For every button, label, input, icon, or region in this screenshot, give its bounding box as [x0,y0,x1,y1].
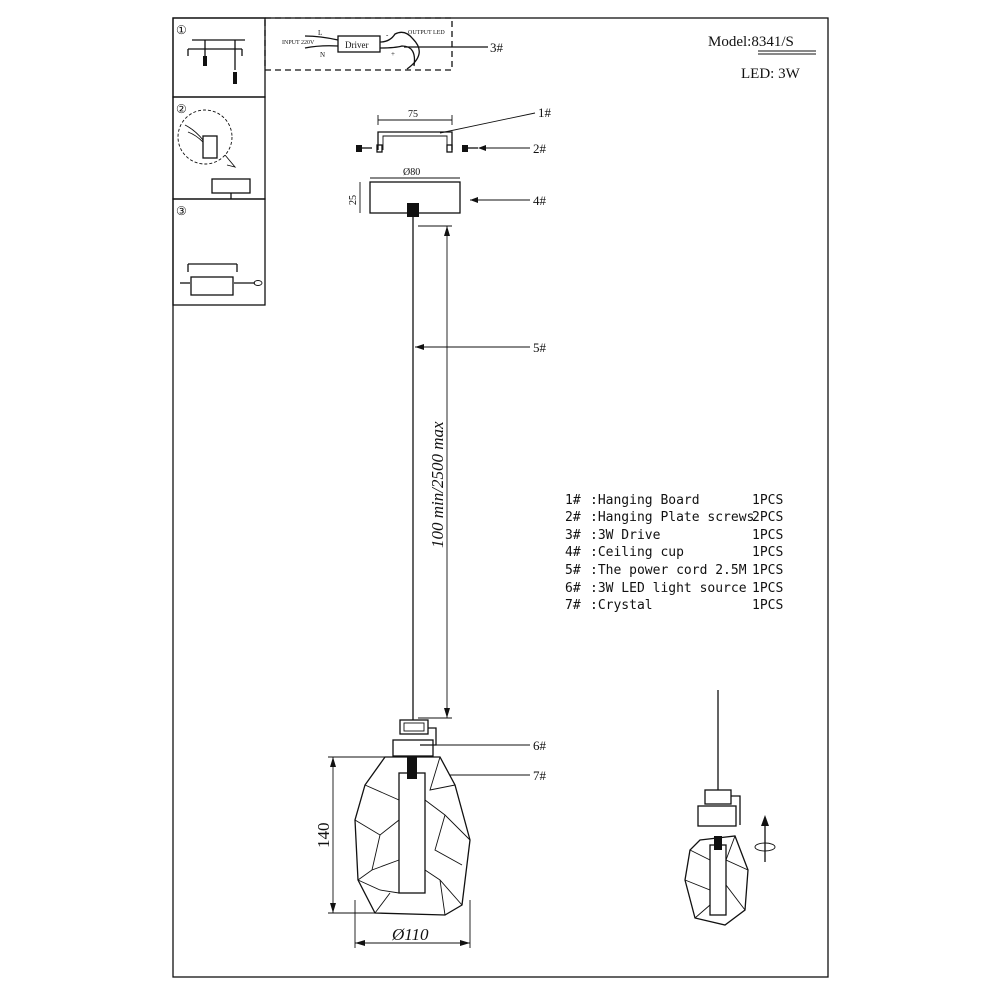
dim-cup-height: 25 [348,195,359,205]
part-qty: 1PCS [752,528,783,543]
power-cord: 100 min/2500 max 5# [412,217,547,720]
crystal: 7# 140 Ø110 [314,756,547,948]
callout-7: 7# [533,768,547,783]
part-qty: 1PCS [752,493,783,508]
drawing-frame [172,17,829,978]
part-name: :Hanging Plate screws [590,510,754,525]
part-qty: 1PCS [752,545,783,560]
step-2-wiring-icon [177,109,251,199]
part-name: :Crystal [590,598,653,613]
step-3-mount-icon [180,263,263,296]
dim-crystal-diameter: Ø110 [391,925,429,944]
step-3-number: ③ [176,204,187,218]
driver-label: Driver [345,40,369,50]
dim-crystal-height: 140 [314,823,333,849]
part-qty: 1PCS [752,598,783,613]
part-name: :3W LED light source [590,581,747,596]
part-no: 3# [565,528,581,543]
ceiling-cup: Ø80 25 4# [348,167,547,217]
driver-l-label: L [318,29,322,37]
callout-5: 5# [533,340,547,355]
assembly-detail-view [684,690,776,926]
callout-3: 3# [490,40,504,55]
dim-cord-length: 100 min/2500 max [428,421,447,548]
led-light-source: 6# [392,719,547,757]
hanging-plate-screws: 2# [356,141,547,156]
parts-list: 1# :Hanging Board 1PCS 2# :Hanging Plate sc… [565,493,783,613]
part-no: 5# [565,563,581,578]
part-no: 4# [565,545,581,560]
part-qty: 2PCS [752,510,783,525]
part-name: :Hanging Board [590,493,700,508]
step-2-number: ② [176,102,187,116]
part-no: 7# [565,598,581,613]
hanging-board: 75 1# [377,105,552,150]
driver-minus-label: - [386,31,389,39]
part-qty: 1PCS [752,563,783,578]
step-panels: ① ② ③ [172,17,266,306]
part-name: :3W Drive [590,528,661,543]
part-qty: 1PCS [752,581,783,596]
driver-diagram: INPUT 220V L N Driver - + OUTPUT LED 3# [264,17,504,71]
part-name: :Ceiling cup [590,545,684,560]
driver-output-label: OUTPUT LED [408,30,445,36]
led-power: LED: 3W [741,66,801,82]
dim-board-width: 75 [408,109,418,120]
rotate-icon [754,815,776,862]
step-1-number: ① [176,23,187,37]
callout-2: 2# [533,141,547,156]
part-no: 1# [565,493,581,508]
part-name: :The power cord 2.5M [590,563,747,578]
step-1-ceiling-icon [187,39,245,84]
driver-n-label: N [320,51,325,59]
part-no: 2# [565,510,581,525]
driver-input-label: INPUT 220V [282,40,315,46]
driver-plus-label: + [391,50,395,58]
model-number: Model:8341/S [708,34,794,50]
callout-6: 6# [533,738,547,753]
callout-1: 1# [538,105,552,120]
dim-cup-diameter: Ø80 [403,167,420,178]
part-no: 6# [565,581,581,596]
callout-4: 4# [533,193,547,208]
